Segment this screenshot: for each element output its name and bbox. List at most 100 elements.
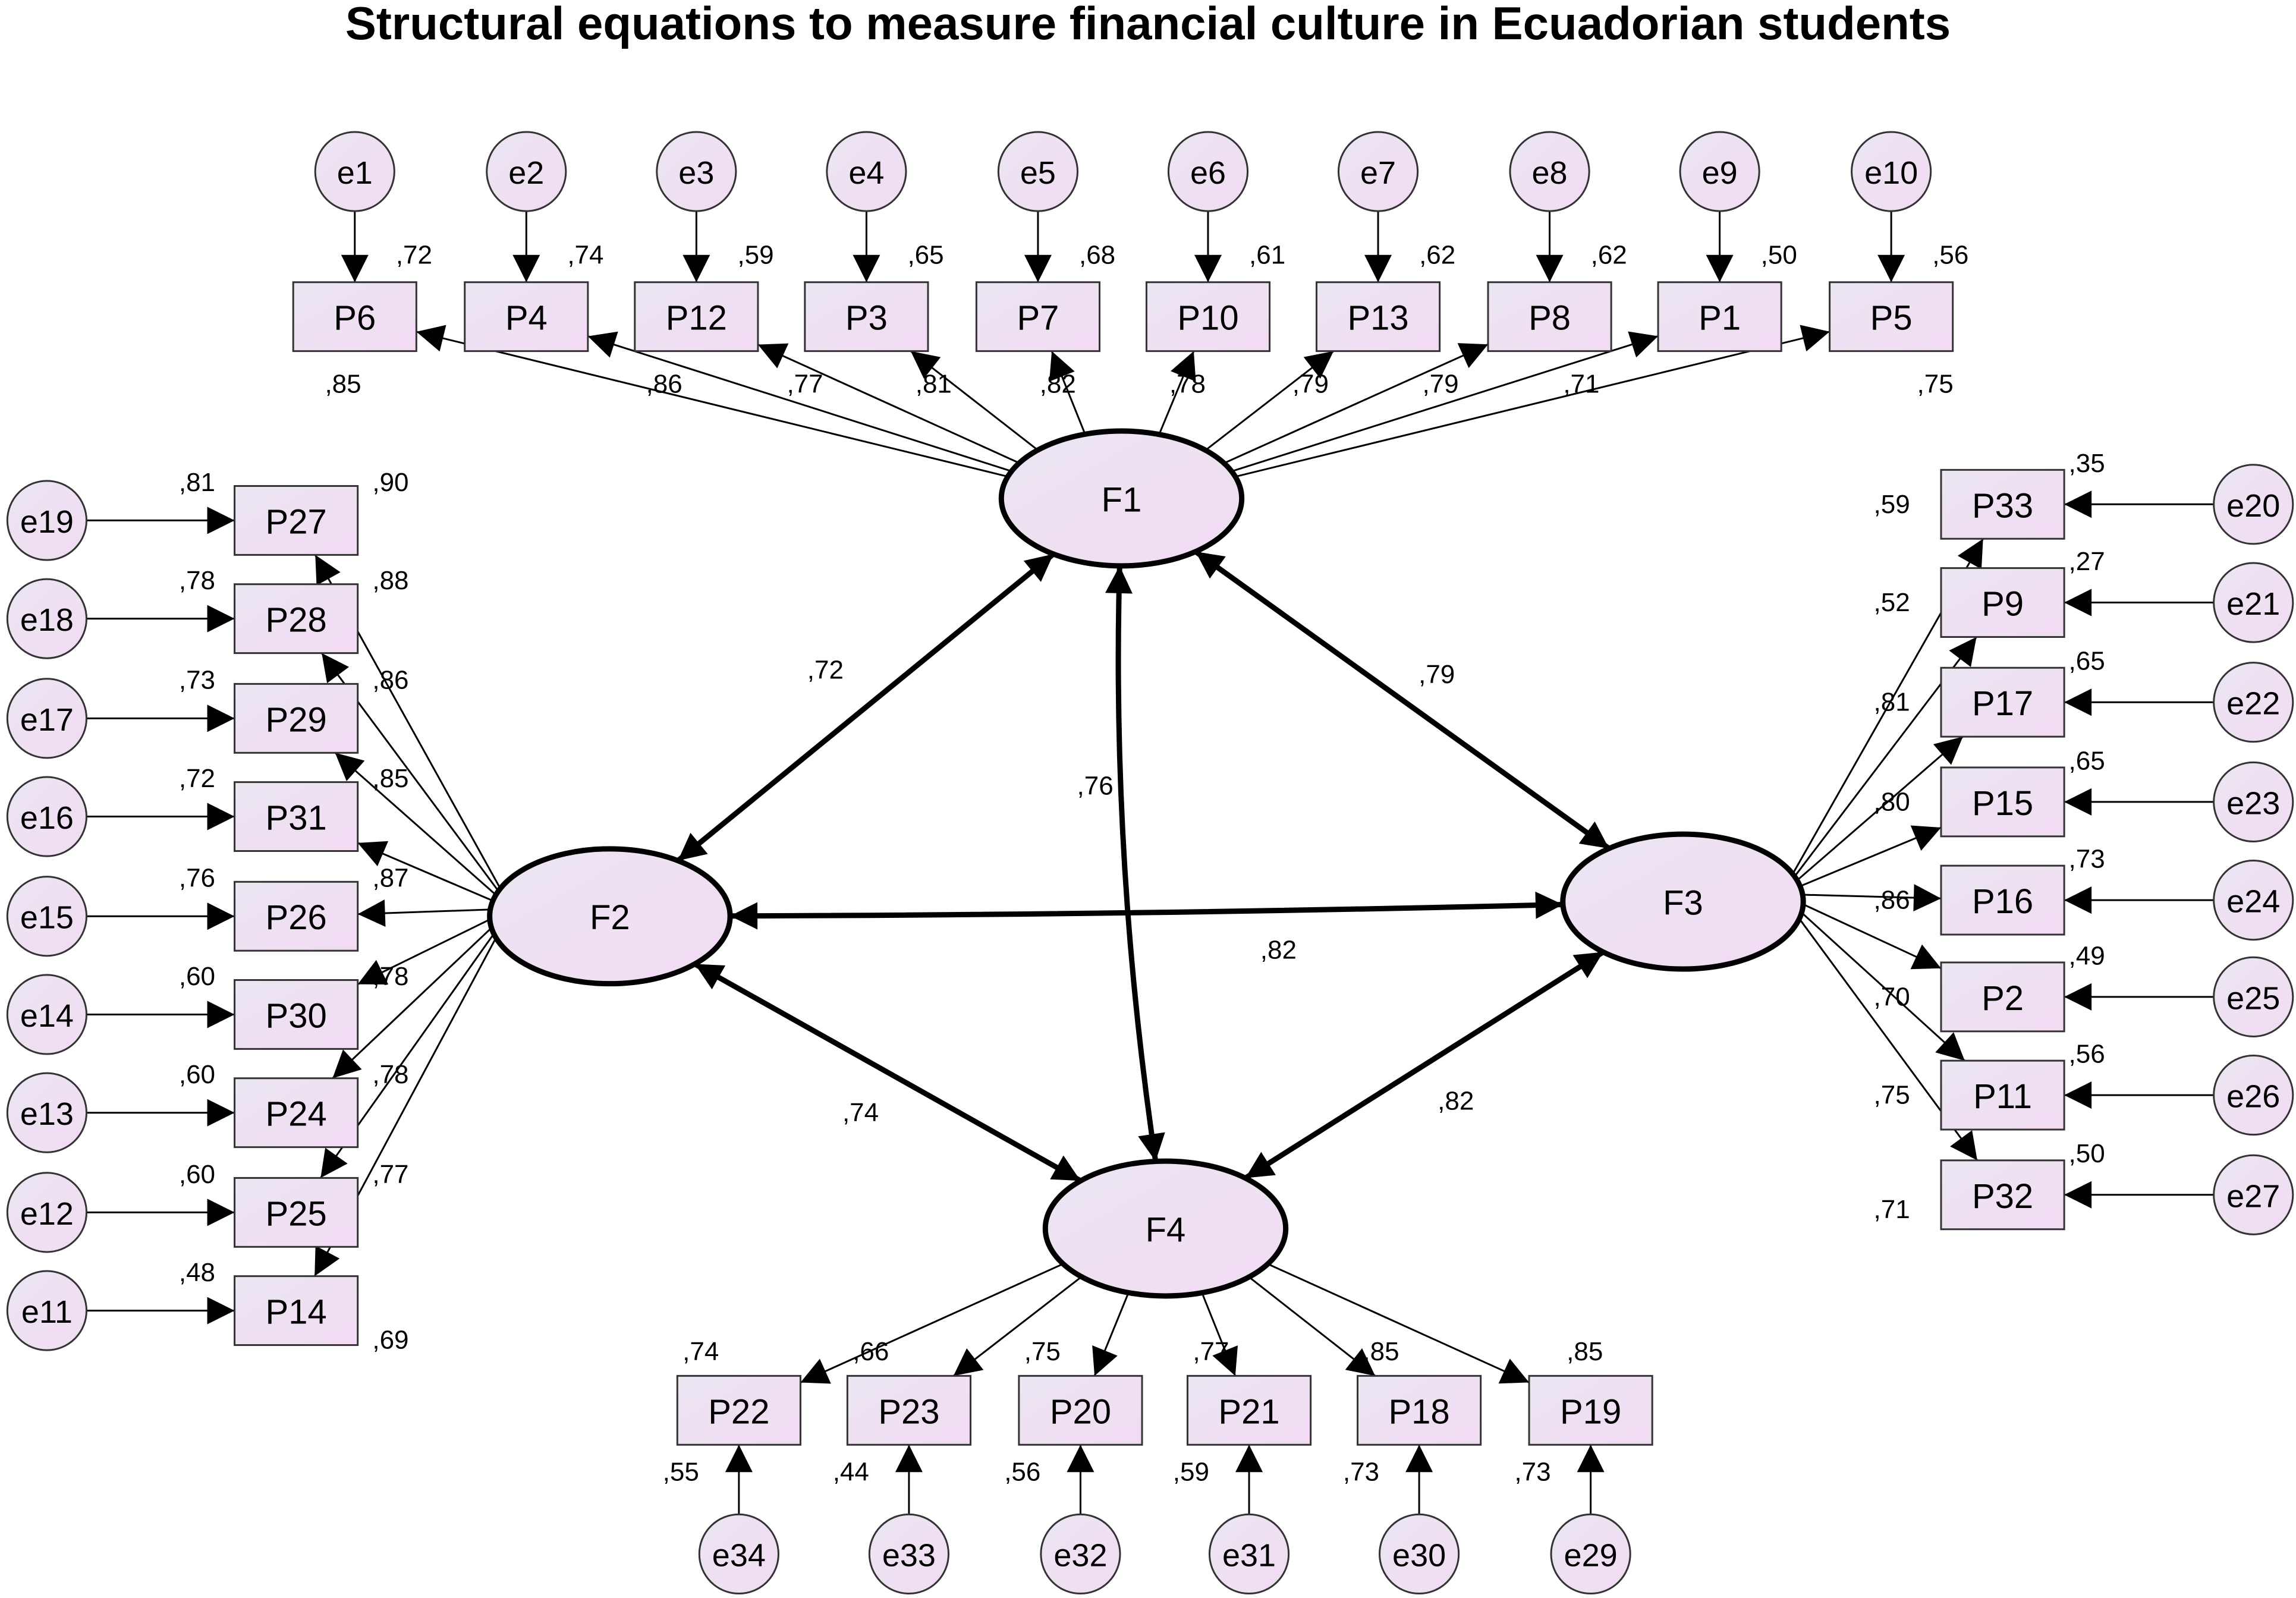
loading-value-p8: ,79 [1422,370,1458,399]
r2-value-p21: ,59 [1173,1457,1209,1486]
error-label-e8: e8 [1532,155,1568,191]
item-label-p7: P7 [1017,299,1059,338]
r2-value-p4: ,74 [567,241,603,270]
item-box-p6 [292,281,417,353]
loading-path-p7 [1049,351,1086,435]
covariance-value: ,82 [1260,935,1297,964]
loading-path-p3 [910,350,1039,451]
item-box-p10 [1145,281,1271,353]
loading-path-p23 [952,1276,1083,1377]
item-label-p2: P2 [1982,979,2024,1018]
error-circle-e11 [6,1270,87,1351]
covariance-layer [676,549,1611,1184]
item-label-p12: P12 [666,299,727,338]
item-label-p20: P20 [1050,1392,1111,1431]
loading-path-p11 [1785,897,1965,1062]
item-box-p9 [1940,567,2065,638]
error-circle-e16 [6,776,87,857]
item-box-p33 [1940,468,2065,540]
item-label-p14: P14 [266,1293,327,1332]
item-box-p3 [804,281,929,353]
loading-path-p15 [1785,825,1942,894]
factor-f3 [1560,831,1806,972]
error-label-e25: e25 [2226,980,2280,1016]
item-label-p33: P33 [1972,486,2033,525]
item-box-p30 [234,979,359,1050]
item-box-p21 [1186,1374,1312,1446]
loading-value-p10: ,78 [1169,370,1206,399]
item-box-p28 [234,583,359,655]
loading-path-p30 [357,910,508,985]
item-label-p24: P24 [266,1095,327,1134]
error-label-e2: e2 [508,155,544,191]
error-circle-e9 [1679,131,1760,212]
error-circle-e26 [2213,1055,2294,1136]
error-label-e13: e13 [20,1096,74,1132]
loading-value-p5: ,75 [1917,370,1954,399]
item-box-p14 [234,1275,359,1347]
r2-value-p20: ,56 [1004,1457,1040,1486]
loading-value-p13: ,79 [1292,370,1329,399]
item-box-p18 [1357,1374,1482,1446]
item-box-p1 [1657,281,1782,353]
r2-value-p29: ,73 [179,666,215,695]
error-label-e31: e31 [1222,1537,1276,1573]
error-label-e33: e33 [882,1537,936,1573]
r2-value-p3: ,65 [907,241,943,270]
error-label-e20: e20 [2226,488,2280,524]
loading-path-p24 [332,912,508,1079]
error-circle-e24 [2213,860,2294,941]
loading-value-p2: ,70 [1874,982,1910,1011]
item-label-p18: P18 [1388,1392,1449,1431]
item-box-p16 [1940,864,2065,936]
error-label-e26: e26 [2226,1079,2280,1115]
loading-value-p23: ,66 [853,1337,889,1366]
error-label-e17: e17 [20,702,74,738]
item-box-p12 [634,281,759,353]
item-box-p32 [1940,1159,2065,1231]
error-circle-e17 [6,678,87,759]
factor-f1 [998,428,1245,569]
loading-path-p19 [1267,1263,1530,1384]
error-circle-e3 [656,131,737,212]
item-box-p20 [1018,1374,1143,1446]
r2-value-p14: ,48 [179,1258,215,1287]
item-box-p2 [1940,961,2065,1033]
loading-path-p31 [357,841,508,908]
covariance-f3-f4 [1244,949,1605,1181]
error-label-e9: e9 [1702,155,1738,191]
error-circle-e21 [2213,562,2294,643]
error-label-e11: e11 [21,1294,73,1330]
factor-label-f4: F4 [1146,1210,1186,1249]
error-circle-e20 [2213,464,2294,545]
error-label-e30: e30 [1392,1537,1446,1573]
error-label-e6: e6 [1190,155,1226,191]
loading-path-p12 [757,343,1020,464]
r2-value-p24: ,60 [179,1060,215,1089]
loading-value-p29: ,86 [372,666,408,695]
item-label-p30: P30 [266,996,327,1035]
r2-value-p10: ,61 [1249,241,1285,270]
loading-path-p16 [1785,884,1942,912]
item-label-p11: P11 [1973,1077,2032,1116]
loading-value-p31: ,85 [372,764,408,793]
item-label-p16: P16 [1972,882,2033,921]
covariance-f1-f2 [676,552,1055,863]
r2-value-p5: ,56 [1932,241,1968,270]
error-label-e19: e19 [20,504,74,540]
error-label-e5: e5 [1020,155,1056,191]
error-label-e12: e12 [20,1196,74,1232]
covariance-value: ,74 [842,1098,879,1127]
error-circle-e18 [6,578,87,659]
r2-value-p32: ,50 [2069,1139,2105,1168]
loading-path-p2 [1785,895,1942,970]
r2-value-p30: ,60 [179,962,215,991]
covariance-value: ,79 [1419,660,1455,689]
error-circle-e22 [2213,662,2294,743]
r2-value-p12: ,59 [737,241,773,270]
loading-path-p10 [1158,351,1196,435]
item-label-p3: P3 [845,299,888,338]
error-label-e23: e23 [2226,785,2280,821]
error-label-e32: e32 [1053,1537,1107,1573]
item-box-p26 [234,880,359,952]
